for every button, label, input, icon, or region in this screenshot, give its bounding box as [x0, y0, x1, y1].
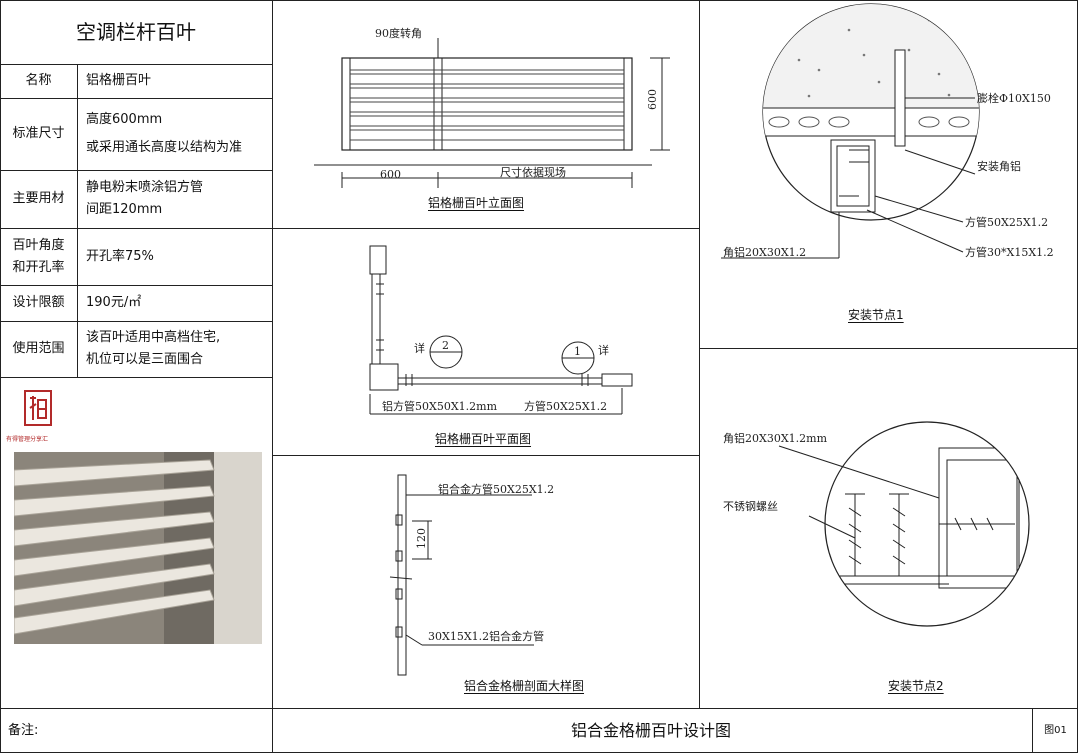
spec-value-size: 高度600mm 或采用通长高度以结构为准 [78, 98, 272, 170]
divider [77, 64, 78, 377]
node1-tube2: 方管30*X15X1.2 [965, 245, 1054, 259]
divider [1032, 709, 1033, 753]
spec-label-line: 和开孔率 [12, 259, 65, 275]
spec-value-name: 铝格栅百叶 [86, 73, 152, 88]
plan-label-big-tube: 铝方管50X50X1.2mm [382, 399, 498, 413]
divider [272, 455, 699, 456]
spec-line: 间距120mm [86, 202, 163, 217]
louver-photo [14, 452, 262, 644]
spec-value-angle: 开孔率75% [86, 248, 154, 264]
node1-angle: 角铝20X30X1.2 [723, 245, 806, 259]
spec-value-scope: 该百叶适用中高档住宅, 机位可以是三面围合 [78, 321, 272, 377]
section-drawing: 铝合金方管50X25X1.2 120 30X15X1.2铝合金方管 [389, 474, 554, 676]
spec-value-material: 静电粉末喷涂铝方管 间距120mm [78, 170, 272, 228]
spec-label-angle: 百叶角度 和开孔率 [0, 228, 77, 285]
divider [0, 321, 272, 322]
node2-caption: 安装节点2 [888, 679, 944, 693]
divider [0, 170, 272, 171]
plan-label-small-tube: 方管50X25X1.2 [524, 399, 607, 413]
node2-angle: 角铝20X30X1.2mm [723, 431, 828, 445]
spec-label-scope: 使用范围 [12, 341, 65, 356]
elevation-dim-height: 600 [646, 89, 659, 110]
divider [272, 228, 699, 229]
spec-label-line: 百叶角度 [12, 237, 65, 253]
elevation-dim-site: 尺寸依据现场 [500, 165, 566, 179]
plan-detail-mark-2: 详 [414, 341, 425, 355]
plan-detail-mark-1: 详 [598, 343, 609, 357]
spec-label-material: 主要用材 [12, 191, 65, 206]
elevation-drawing: 90度转角 600 尺寸依据现场 600 [314, 26, 670, 188]
node1-drawing: 膨栓Φ10X150 安装角铝 方管50X25X1.2 方管30*X15X1.2 … [721, 3, 1054, 259]
seal-logo [24, 390, 52, 426]
spec-line: 该百叶适用中高档住宅, [86, 330, 221, 345]
louver-photo-drawing [14, 452, 262, 644]
node1-tube1: 方管50X25X1.2 [965, 215, 1048, 229]
divider [699, 0, 700, 708]
drawing-number: 图01 [1044, 725, 1067, 736]
divider [0, 228, 272, 229]
spec-line: 机位可以是三面围合 [86, 352, 204, 367]
section-caption: 铝合金格栅剖面大样图 [464, 679, 585, 693]
divider [272, 0, 273, 753]
plan-detail-number-2: 2 [442, 339, 449, 352]
divider [0, 285, 272, 286]
divider [0, 708, 1078, 709]
divider [0, 377, 272, 378]
node2-screw: 不锈钢螺丝 [723, 500, 778, 513]
elevation-caption: 铝格栅百叶立面图 [428, 196, 525, 210]
logo-caption: 有得管理分享汇 [6, 436, 49, 443]
sheet-title: 空调栏杆百叶 [76, 20, 196, 44]
divider [0, 64, 272, 65]
spec-label-name: 名称 [25, 73, 52, 88]
spec-label-budget: 设计限额 [12, 295, 65, 310]
elevation-dim-600: 600 [380, 168, 401, 181]
plan-caption: 铝格栅百叶平面图 [435, 432, 532, 446]
node1-bolt: 膨栓Φ10X150 [977, 91, 1051, 105]
node2-drawing: 角铝20X30X1.2mm 不锈钢螺丝 [723, 421, 1030, 627]
section-label-bottom: 30X15X1.2铝合金方管 [428, 629, 544, 643]
divider [0, 98, 272, 99]
drawing-title: 铝合金格栅百叶设计图 [570, 721, 731, 740]
elevation-corner-note: 90度转角 [375, 26, 422, 40]
divider [699, 348, 1078, 349]
spec-line: 或采用通长高度以结构为准 [86, 140, 243, 155]
node1-caption: 安装节点1 [848, 308, 904, 322]
spec-line: 高度600mm [86, 112, 163, 127]
plan-drawing: 详 2 1 详 铝方管50X50X1.2mm 方管50X25X1.2 [369, 245, 633, 415]
section-label-top: 铝合金方管50X25X1.2 [438, 482, 554, 496]
spec-value-budget: 190元/㎡ [86, 295, 142, 310]
node1-angle-mount: 安装角铝 [977, 159, 1021, 173]
remark-label: 备注: [8, 723, 39, 738]
spec-label-size: 标准尺寸 [12, 126, 65, 141]
section-dim: 120 [415, 528, 428, 549]
spec-line: 静电粉末喷涂铝方管 [86, 180, 204, 195]
plan-detail-number-1: 1 [574, 345, 581, 358]
